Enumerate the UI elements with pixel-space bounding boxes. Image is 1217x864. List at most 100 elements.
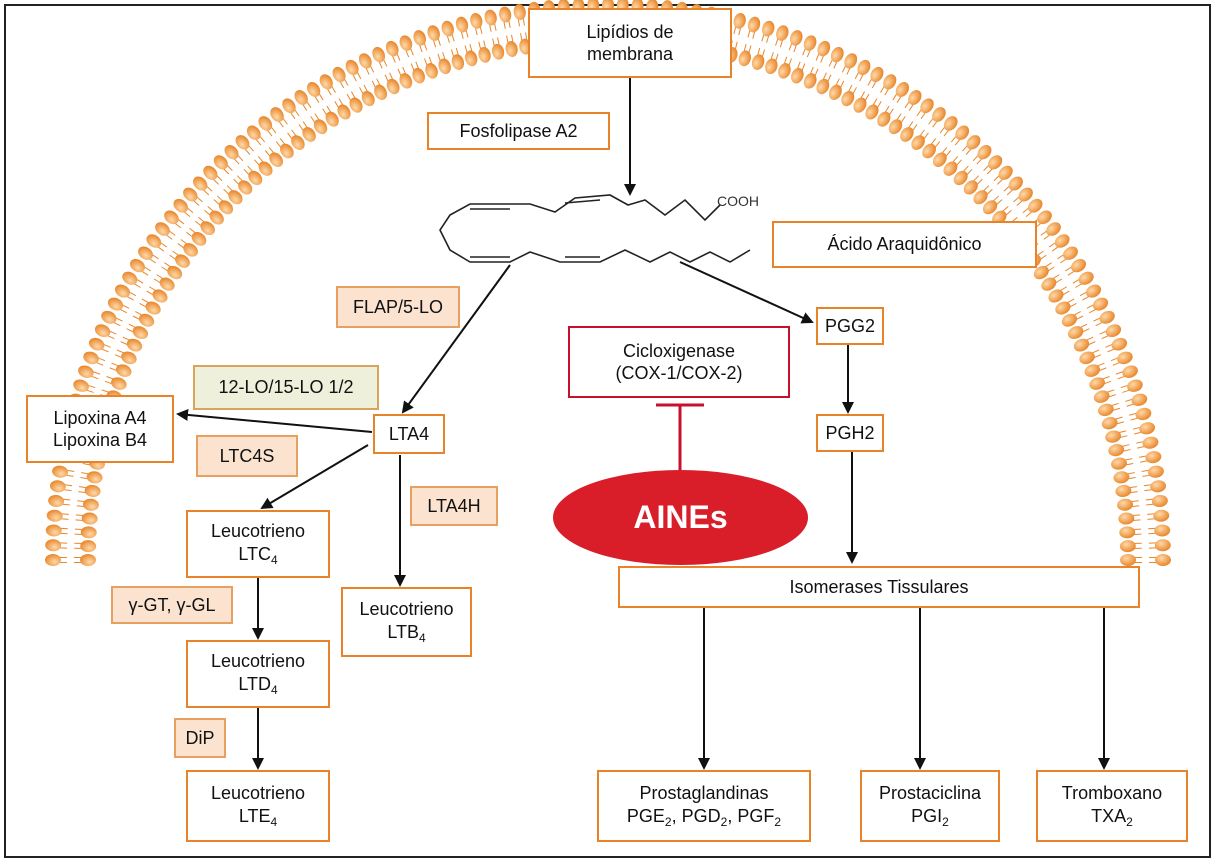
- cox-line1: Cicloxigenase: [622, 340, 736, 361]
- lipid-head: [81, 512, 98, 525]
- lipid-head: [953, 170, 968, 186]
- lipid-head: [235, 135, 250, 150]
- lipid-head: [478, 46, 491, 63]
- pgg2-box: PGG2: [816, 307, 884, 345]
- lipid-head: [1153, 509, 1170, 522]
- lipid-head: [280, 143, 294, 159]
- lipid-head: [319, 74, 333, 90]
- pgh2-label: PGH2: [825, 422, 875, 443]
- lipid-head: [900, 127, 914, 142]
- lipid-head: [963, 180, 978, 195]
- lipid-head: [1127, 379, 1143, 392]
- lipid-head: [1028, 198, 1043, 213]
- lipid-head: [1092, 297, 1109, 311]
- lipid-head: [413, 30, 426, 46]
- lipid-head: [922, 143, 936, 159]
- lipid-head: [282, 98, 296, 114]
- lta4h-box: LTA4H: [410, 486, 498, 526]
- fosfolipase-box: Fosfolipase A2: [427, 112, 610, 150]
- lipid-head: [374, 84, 388, 101]
- lipid-head: [1018, 187, 1033, 202]
- lipid-head: [765, 58, 778, 75]
- cox-line2: (COX-1/COX-2): [615, 363, 743, 383]
- lipid-head: [238, 180, 253, 195]
- lipid-head: [386, 78, 400, 95]
- ltb4-box: Leucotrieno LTB4: [341, 587, 472, 657]
- lipid-head: [248, 170, 263, 186]
- comma-2: ,: [727, 805, 733, 826]
- ltd4-code: LTD4: [238, 673, 277, 698]
- lipid-head: [817, 40, 831, 57]
- prostaglandinas-word: Prostaglandinas: [639, 783, 769, 804]
- lipid-head: [73, 379, 89, 392]
- lipid-head: [258, 161, 273, 176]
- lipid-head: [1055, 301, 1071, 315]
- tromboxano-word: Tromboxano: [1061, 783, 1163, 804]
- lipid-head: [1122, 365, 1138, 378]
- lipoxina-box: Lipoxina A4 Lipoxina B4: [26, 395, 174, 463]
- lipid-head: [1135, 407, 1152, 421]
- lipid-head: [86, 471, 103, 484]
- lipid-head: [313, 119, 328, 135]
- lipid-head: [1115, 484, 1132, 498]
- lipid-head: [82, 498, 99, 511]
- arrow-aa-to-lta4: [401, 264, 511, 414]
- lipid-head: [932, 107, 946, 122]
- prostaciclina-box: Prostaciclina PGI2: [860, 770, 1000, 842]
- lipid-head: [1150, 480, 1167, 493]
- lipid-head: [1079, 351, 1095, 365]
- lipid-head: [224, 145, 239, 160]
- lipid-head: [830, 46, 844, 63]
- lipid-head: [209, 210, 224, 225]
- lta4h-label: LTA4H: [427, 495, 481, 516]
- lipid-head: [1098, 403, 1114, 417]
- lipid-head: [883, 74, 897, 90]
- lipid-head: [269, 152, 283, 167]
- lipid-head: [1131, 393, 1148, 406]
- lta4-label: LTA4: [388, 423, 430, 444]
- lipid-head: [828, 84, 842, 101]
- lipid-head: [1084, 364, 1101, 377]
- ltc4-base: LTC: [238, 543, 271, 564]
- cooh-label: COOH: [717, 193, 759, 209]
- lipid-head: [115, 364, 132, 377]
- flap-label: FLAP/5-LO: [352, 296, 444, 317]
- tromboxano-box: Tromboxano TXA2: [1036, 770, 1188, 842]
- ltc4-code: LTC4: [238, 543, 277, 568]
- lipid-head: [1105, 430, 1122, 443]
- lipid-head: [48, 494, 65, 508]
- arachidonic-acid-structure: [439, 194, 751, 263]
- lipoxina-a4-label: Lipoxina A4: [53, 407, 147, 428]
- lipid-head: [152, 289, 168, 303]
- ltc4s-label: LTC4S: [219, 445, 275, 466]
- arachidonic-acid-box: Ácido Araquidônico: [772, 221, 1037, 268]
- lipid-head: [790, 30, 803, 46]
- lipid-head: [751, 54, 765, 70]
- pgd-sub: 2: [720, 814, 728, 829]
- lipid-head: [1117, 351, 1133, 365]
- lipid-head: [778, 63, 791, 79]
- lipid-head: [337, 104, 351, 120]
- lipid-head: [1120, 554, 1136, 566]
- txa-sub: 2: [1126, 814, 1133, 829]
- lipid-head: [291, 135, 305, 150]
- ltc4s-box: LTC4S: [196, 435, 298, 477]
- lipid-head: [1041, 277, 1057, 291]
- lipid-head: [844, 53, 858, 69]
- lipid-head: [465, 50, 478, 67]
- lipid-head: [853, 97, 867, 113]
- lipid-head: [1117, 498, 1134, 511]
- lipid-head: [218, 200, 234, 215]
- lipid-head: [159, 277, 175, 291]
- ggt-label: γ-GT, γ-GL: [128, 594, 216, 615]
- lipid-head: [1142, 436, 1159, 449]
- lipid-head: [52, 465, 69, 478]
- ltb4-word: Leucotrieno: [359, 599, 454, 620]
- lipid-head: [1063, 246, 1078, 260]
- lipid-head: [213, 155, 228, 170]
- lipid-head: [1037, 210, 1052, 225]
- lipid-head: [973, 190, 988, 205]
- lipid-head: [80, 526, 97, 539]
- ltc4-word: Leucotrieno: [210, 521, 306, 542]
- lipid-head: [78, 365, 94, 378]
